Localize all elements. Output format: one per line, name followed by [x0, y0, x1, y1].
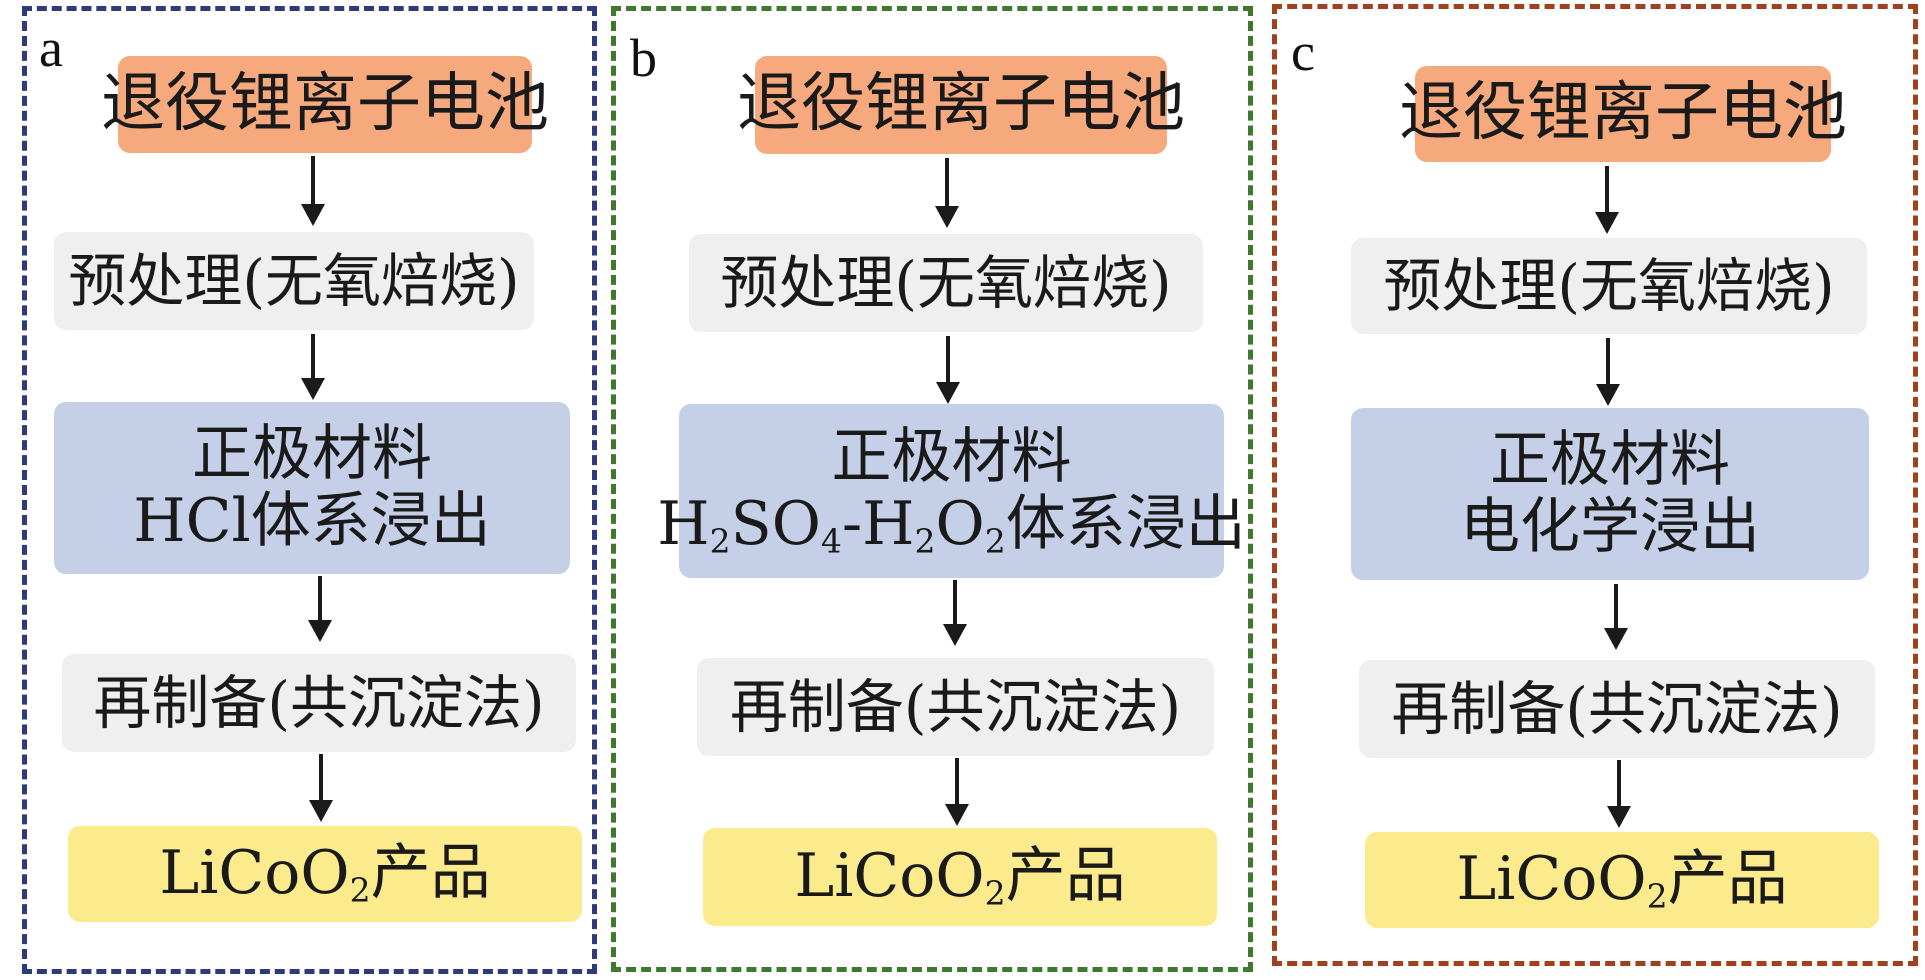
flow-arrow [945, 758, 969, 826]
panel-label: b [630, 28, 657, 88]
leaching-box: 正极材料 电化学浸出 [1351, 408, 1869, 580]
flow-arrow [1604, 584, 1628, 650]
flow-arrow [1595, 166, 1619, 234]
pretreatment-box: 预处理(无氧焙烧) [54, 232, 534, 330]
leach-subscript: 2 [984, 521, 1006, 561]
panel-label: a [39, 18, 63, 78]
leaching-label: HCl体系浸出 [133, 486, 491, 556]
panel-b: b [611, 6, 1253, 972]
leaching-box: 正极材料 HCl体系浸出 [54, 402, 570, 574]
leach-subscript: 4 [820, 521, 842, 561]
pretreatment-label: 预处理(无氧焙烧) [68, 246, 520, 315]
flow-arrow [301, 156, 325, 226]
regeneration-box: 再制备(共沉淀法) [1359, 660, 1875, 758]
product-formula: LiCoO [794, 841, 985, 912]
cathode-label: 正极材料 [831, 421, 1072, 492]
product-box: LiCoO2产品 [1365, 832, 1879, 928]
regeneration-label: 再制备(共沉淀法) [729, 672, 1182, 741]
product-suffix: 产品 [1005, 841, 1126, 912]
pretreatment-box: 预处理(无氧焙烧) [1351, 238, 1867, 334]
pretreatment-label: 预处理(无氧焙烧) [720, 248, 1172, 317]
leach-text: H [657, 489, 710, 559]
cathode-label: 正极材料 [1490, 424, 1730, 495]
leach-text: SO [730, 489, 821, 559]
leaching-label: 电化学浸出 [1460, 492, 1760, 562]
product-subscript: 2 [349, 870, 371, 910]
regeneration-label: 再制备(共沉淀法) [1391, 674, 1843, 743]
regeneration-box: 再制备(共沉淀法) [697, 658, 1214, 756]
leach-subscript: 2 [914, 521, 936, 561]
product-subscript: 2 [1646, 876, 1668, 916]
regeneration-label: 再制备(共沉淀法) [93, 668, 545, 737]
product-suffix: 产品 [1667, 844, 1788, 915]
panel-c: c [1272, 4, 1918, 966]
leach-text: -H [841, 489, 915, 559]
product-suffix: 产品 [370, 838, 491, 909]
product-label: LiCoO2产品 [1456, 846, 1787, 913]
cathode-label: 正极材料 [192, 418, 432, 489]
product-formula: LiCoO [1456, 844, 1647, 915]
flow-arrow [309, 754, 333, 822]
regeneration-box: 再制备(共沉淀法) [62, 654, 576, 752]
product-label: LiCoO2产品 [159, 840, 490, 907]
leach-subscript: 2 [709, 521, 731, 561]
product-subscript: 2 [984, 873, 1006, 913]
retired-battery-label: 退役锂离子电池 [1399, 76, 1847, 151]
flow-arrow [943, 580, 967, 646]
product-box: LiCoO2产品 [68, 826, 582, 922]
panel-a: a [22, 6, 597, 974]
product-label: LiCoO2产品 [794, 843, 1125, 910]
flow-arrow [301, 334, 325, 400]
retired-battery-label: 退役锂离子电池 [737, 67, 1185, 142]
leach-text: O [935, 489, 985, 559]
product-box: LiCoO2产品 [703, 828, 1217, 926]
leaching-label: H2SO4-H2O2体系浸出 [657, 489, 1246, 561]
flow-arrow [1607, 760, 1631, 828]
retired-battery-label: 退役锂离子电池 [101, 66, 549, 141]
leach-text: 体系浸出 [1005, 489, 1246, 559]
leaching-box: 正极材料 H2SO4-H2O2体系浸出 [657, 404, 1246, 578]
pretreatment-box: 预处理(无氧焙烧) [689, 234, 1203, 332]
retired-battery-box: 退役锂离子电池 [737, 56, 1185, 154]
flow-arrow [308, 576, 332, 642]
pretreatment-label: 预处理(无氧焙烧) [1383, 251, 1835, 320]
product-formula: LiCoO [159, 838, 350, 909]
flow-arrow [1596, 338, 1620, 406]
flow-arrow [935, 158, 959, 228]
panel-label: c [1291, 22, 1315, 82]
retired-battery-box: 退役锂离子电池 [1399, 66, 1847, 162]
retired-battery-box: 退役锂离子电池 [101, 56, 549, 153]
flow-arrow [936, 336, 960, 404]
